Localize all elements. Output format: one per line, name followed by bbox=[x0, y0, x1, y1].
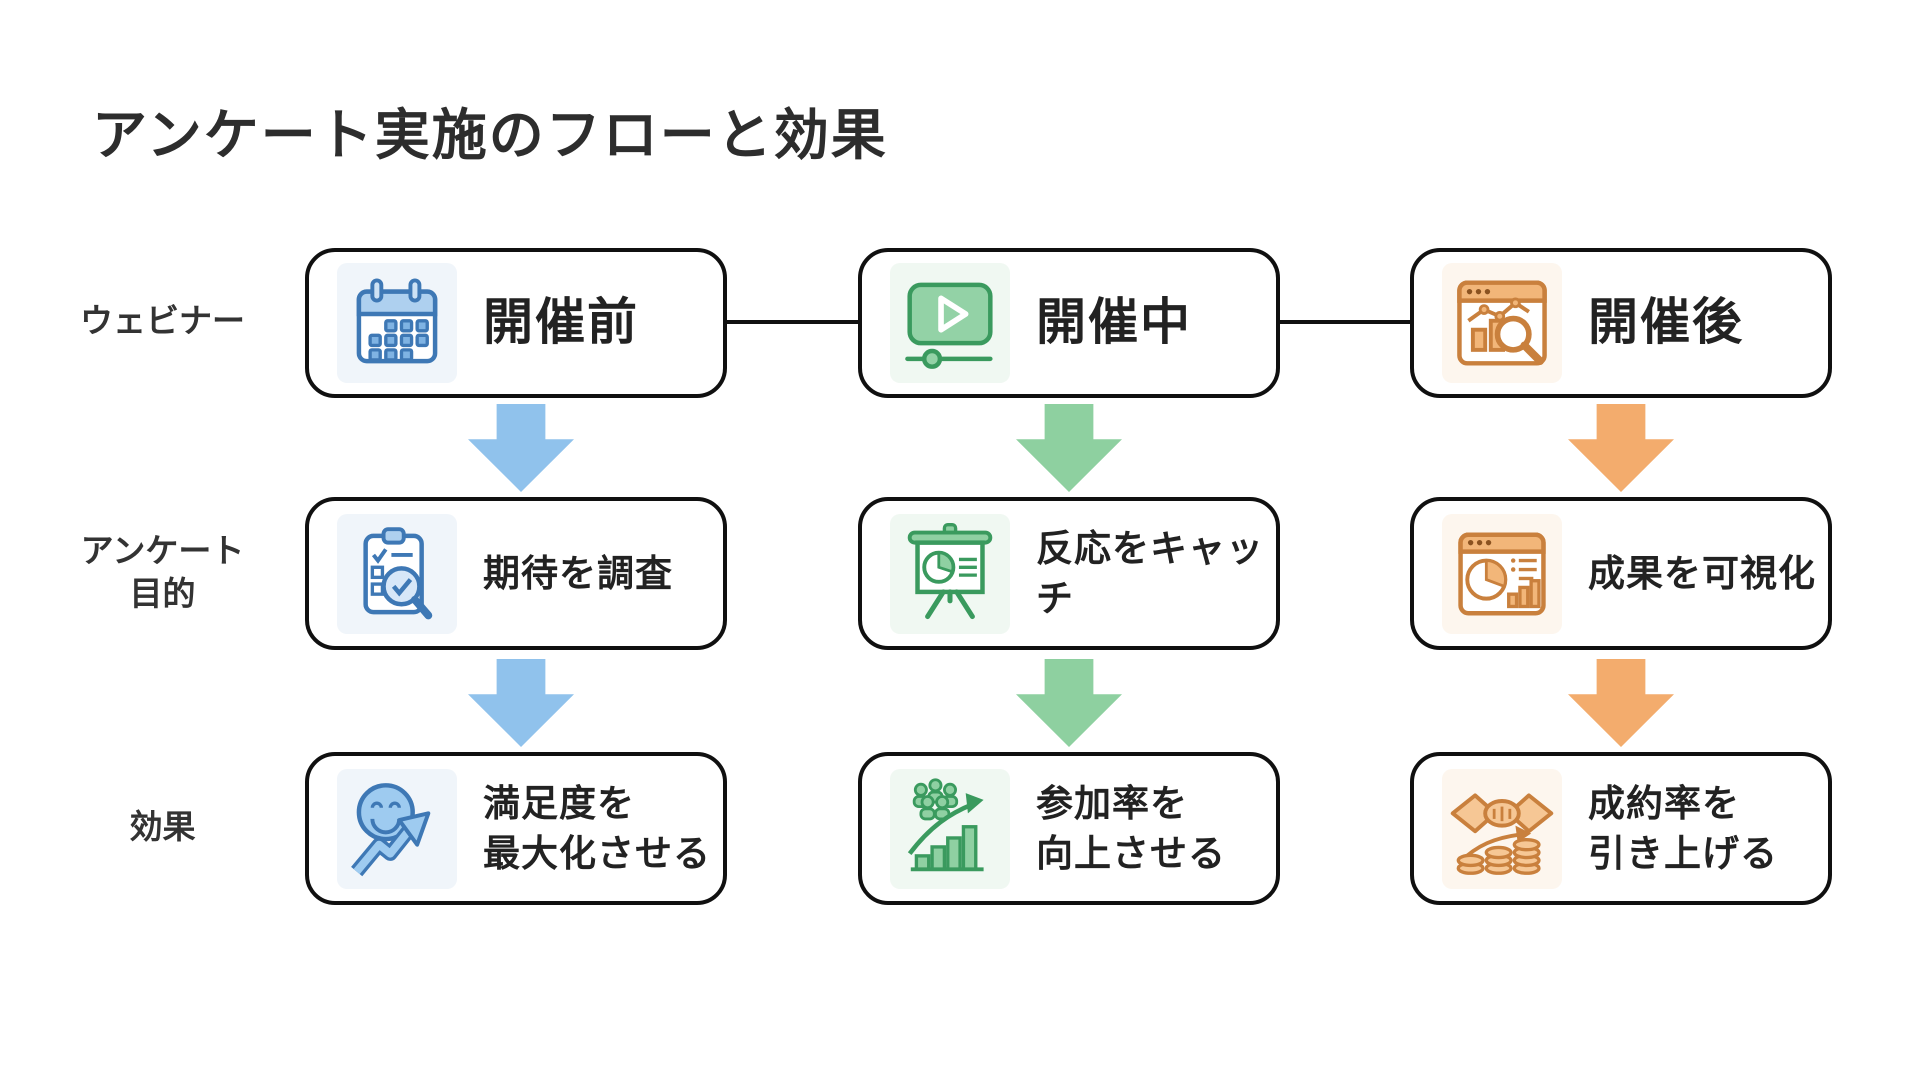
effect-label-after: 成約率を 引き上げる bbox=[1588, 782, 1778, 874]
phase-box-before: 開催前 bbox=[305, 248, 727, 398]
down-arrow-purpose-effect-during bbox=[1016, 659, 1122, 747]
analytics-search-icon bbox=[1442, 263, 1562, 383]
effect-box-after: 成約率を 引き上げる bbox=[1410, 752, 1832, 905]
down-arrow-during-purpose bbox=[1016, 404, 1122, 492]
handshake-coins-icon bbox=[1442, 768, 1562, 889]
down-arrow-before-purpose bbox=[468, 404, 574, 492]
phase-label-during: 開催中 bbox=[1036, 294, 1192, 351]
page-title: アンケート実施のフローと効果 bbox=[92, 104, 888, 166]
video-player-icon bbox=[890, 263, 1010, 383]
effect-label-before: 満足度を 最大化させる bbox=[483, 782, 711, 874]
purpose-box-during: 反応をキャッチ bbox=[858, 497, 1280, 650]
calendar-icon bbox=[337, 263, 457, 383]
row-label-webinar: ウェビナー bbox=[80, 302, 245, 339]
connector-line-during-after bbox=[1280, 320, 1410, 324]
down-arrow-purpose-effect-after bbox=[1568, 659, 1674, 747]
clipboard-survey-icon bbox=[337, 513, 457, 634]
effect-label-during: 参加率を 向上させる bbox=[1036, 782, 1226, 874]
purpose-label-before: 期待を調査 bbox=[483, 552, 673, 594]
results-dashboard-icon bbox=[1442, 513, 1562, 634]
row-label-survey-purpose: アンケート 目的 bbox=[80, 532, 245, 612]
smiley-growth-icon bbox=[337, 768, 457, 889]
phase-box-after: 開催後 bbox=[1410, 248, 1832, 398]
phase-label-before: 開催前 bbox=[483, 294, 639, 351]
connector-line-before-during bbox=[727, 320, 858, 324]
purpose-box-after: 成果を可視化 bbox=[1410, 497, 1832, 650]
effect-box-before: 満足度を 最大化させる bbox=[305, 752, 727, 905]
presentation-pie-icon bbox=[890, 513, 1010, 634]
down-arrow-after-purpose bbox=[1568, 404, 1674, 492]
phase-box-during: 開催中 bbox=[858, 248, 1280, 398]
phase-label-after: 開催後 bbox=[1588, 294, 1744, 351]
audience-growth-icon bbox=[890, 768, 1010, 889]
row-label-effect: 効果 bbox=[129, 808, 196, 845]
purpose-label-after: 成果を可視化 bbox=[1588, 552, 1816, 594]
down-arrow-purpose-effect-before bbox=[468, 659, 574, 747]
effect-box-during: 参加率を 向上させる bbox=[858, 752, 1280, 905]
purpose-label-during: 反応をキャッチ bbox=[1036, 527, 1264, 619]
purpose-box-before: 期待を調査 bbox=[305, 497, 727, 650]
